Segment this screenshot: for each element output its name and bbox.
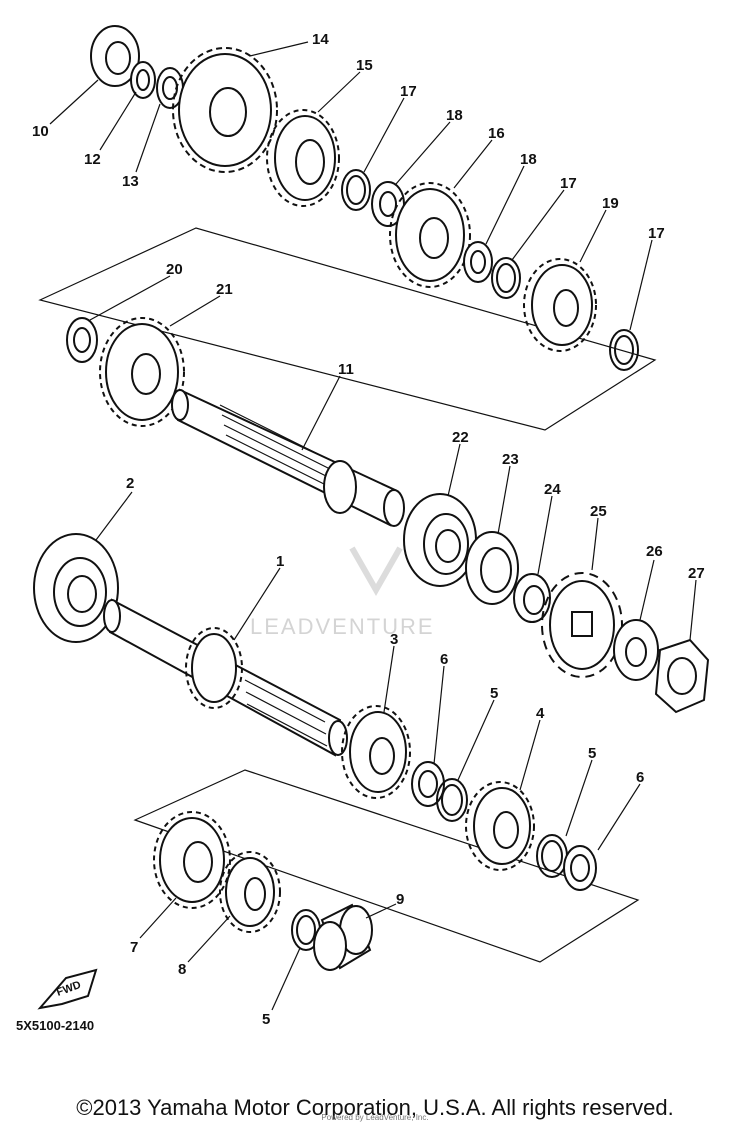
fine-print: Powered by LeadVenture, Inc.: [321, 1113, 429, 1122]
part-6-washer-b: [563, 845, 597, 891]
part-4-gear: [465, 781, 535, 871]
part-23-oil-seal: [465, 531, 519, 605]
label-16: 16: [488, 125, 505, 142]
label-18-b: 18: [520, 151, 537, 168]
part-18-washer-b: [463, 241, 493, 283]
label-13: 13: [122, 173, 139, 190]
part-26-lock-washer: [613, 619, 659, 681]
label-22: 22: [452, 429, 469, 446]
label-11: 11: [338, 361, 354, 378]
label-6-a: 6: [440, 651, 448, 668]
label-6-b: 6: [636, 769, 644, 786]
part-25-sprocket: [541, 572, 623, 678]
label-12: 12: [84, 151, 101, 168]
leader-lines: [49, 41, 697, 1011]
label-8: 8: [178, 961, 186, 978]
watermark: LEADVENTURE: [250, 546, 435, 639]
part-22-bearing: [403, 493, 477, 587]
part-1-drive-axle: [103, 598, 348, 757]
part-27-nut: [654, 638, 710, 714]
part-15-gear: [266, 109, 340, 207]
part-3-gear: [341, 705, 411, 799]
label-17-b: 17: [560, 175, 577, 192]
label-24: 24: [544, 481, 561, 498]
label-17-a: 17: [400, 83, 417, 100]
label-17-c: 17: [648, 225, 665, 242]
label-9: 9: [396, 891, 404, 908]
part-9-needle-bearing: [313, 903, 373, 971]
label-19: 19: [602, 195, 619, 212]
copyright-notice: ©2013 Yamaha Motor Corporation, U.S.A. A…: [76, 1095, 674, 1120]
watermark-text: LEADVENTURE: [250, 614, 435, 639]
label-4: 4: [536, 705, 545, 722]
upper-assembly-box: [38, 227, 657, 431]
label-3: 3: [390, 631, 398, 648]
part-14-gear: [172, 47, 278, 173]
part-10-bearing: [90, 25, 140, 87]
part-2-bearing: [33, 533, 119, 643]
label-26: 26: [646, 543, 663, 560]
label-20: 20: [166, 261, 183, 278]
fwd-arrow-icon: FWD: [37, 968, 98, 1010]
label-23: 23: [502, 451, 519, 468]
part-8-gear: [219, 851, 281, 933]
part-18-washer-a: [371, 181, 405, 227]
part-20-washer: [66, 317, 98, 363]
label-25: 25: [590, 503, 607, 520]
part-17-circlip-c: [609, 329, 639, 371]
drawing-code: 5X5100-2140: [16, 1018, 94, 1033]
part-21-gear: [99, 317, 185, 427]
part-11-main-axle: [171, 388, 405, 527]
part-16-gear: [389, 182, 471, 288]
label-5-b: 5: [588, 745, 596, 762]
part-7-gear: [153, 811, 231, 909]
part-5-circlip-a: [436, 778, 468, 822]
part-17-circlip-b: [491, 257, 521, 299]
label-1: 1: [276, 553, 284, 570]
label-5-a: 5: [490, 685, 498, 702]
label-15: 15: [356, 57, 373, 74]
label-2: 2: [126, 475, 134, 492]
label-7: 7: [130, 939, 138, 956]
exploded-parts-diagram: LEADVENTURE: [16, 25, 710, 1033]
part-24-collar: [513, 573, 551, 623]
label-10: 10: [32, 123, 49, 140]
label-27: 27: [688, 565, 705, 582]
label-21: 21: [216, 281, 233, 298]
label-5-c: 5: [262, 1011, 270, 1028]
part-12-washer: [130, 61, 156, 99]
label-18-a: 18: [446, 107, 463, 124]
label-14: 14: [312, 31, 329, 48]
part-17-circlip-a: [341, 169, 371, 211]
part-19-gear: [523, 258, 597, 352]
part-6-washer-a: [411, 761, 445, 807]
part-5-circlip-b: [536, 834, 568, 878]
lower-assembly-box: [133, 769, 640, 963]
part-number-labels: 10 12 13 14 15 17 18 16 18 17 19 17 20 2…: [32, 31, 705, 1028]
